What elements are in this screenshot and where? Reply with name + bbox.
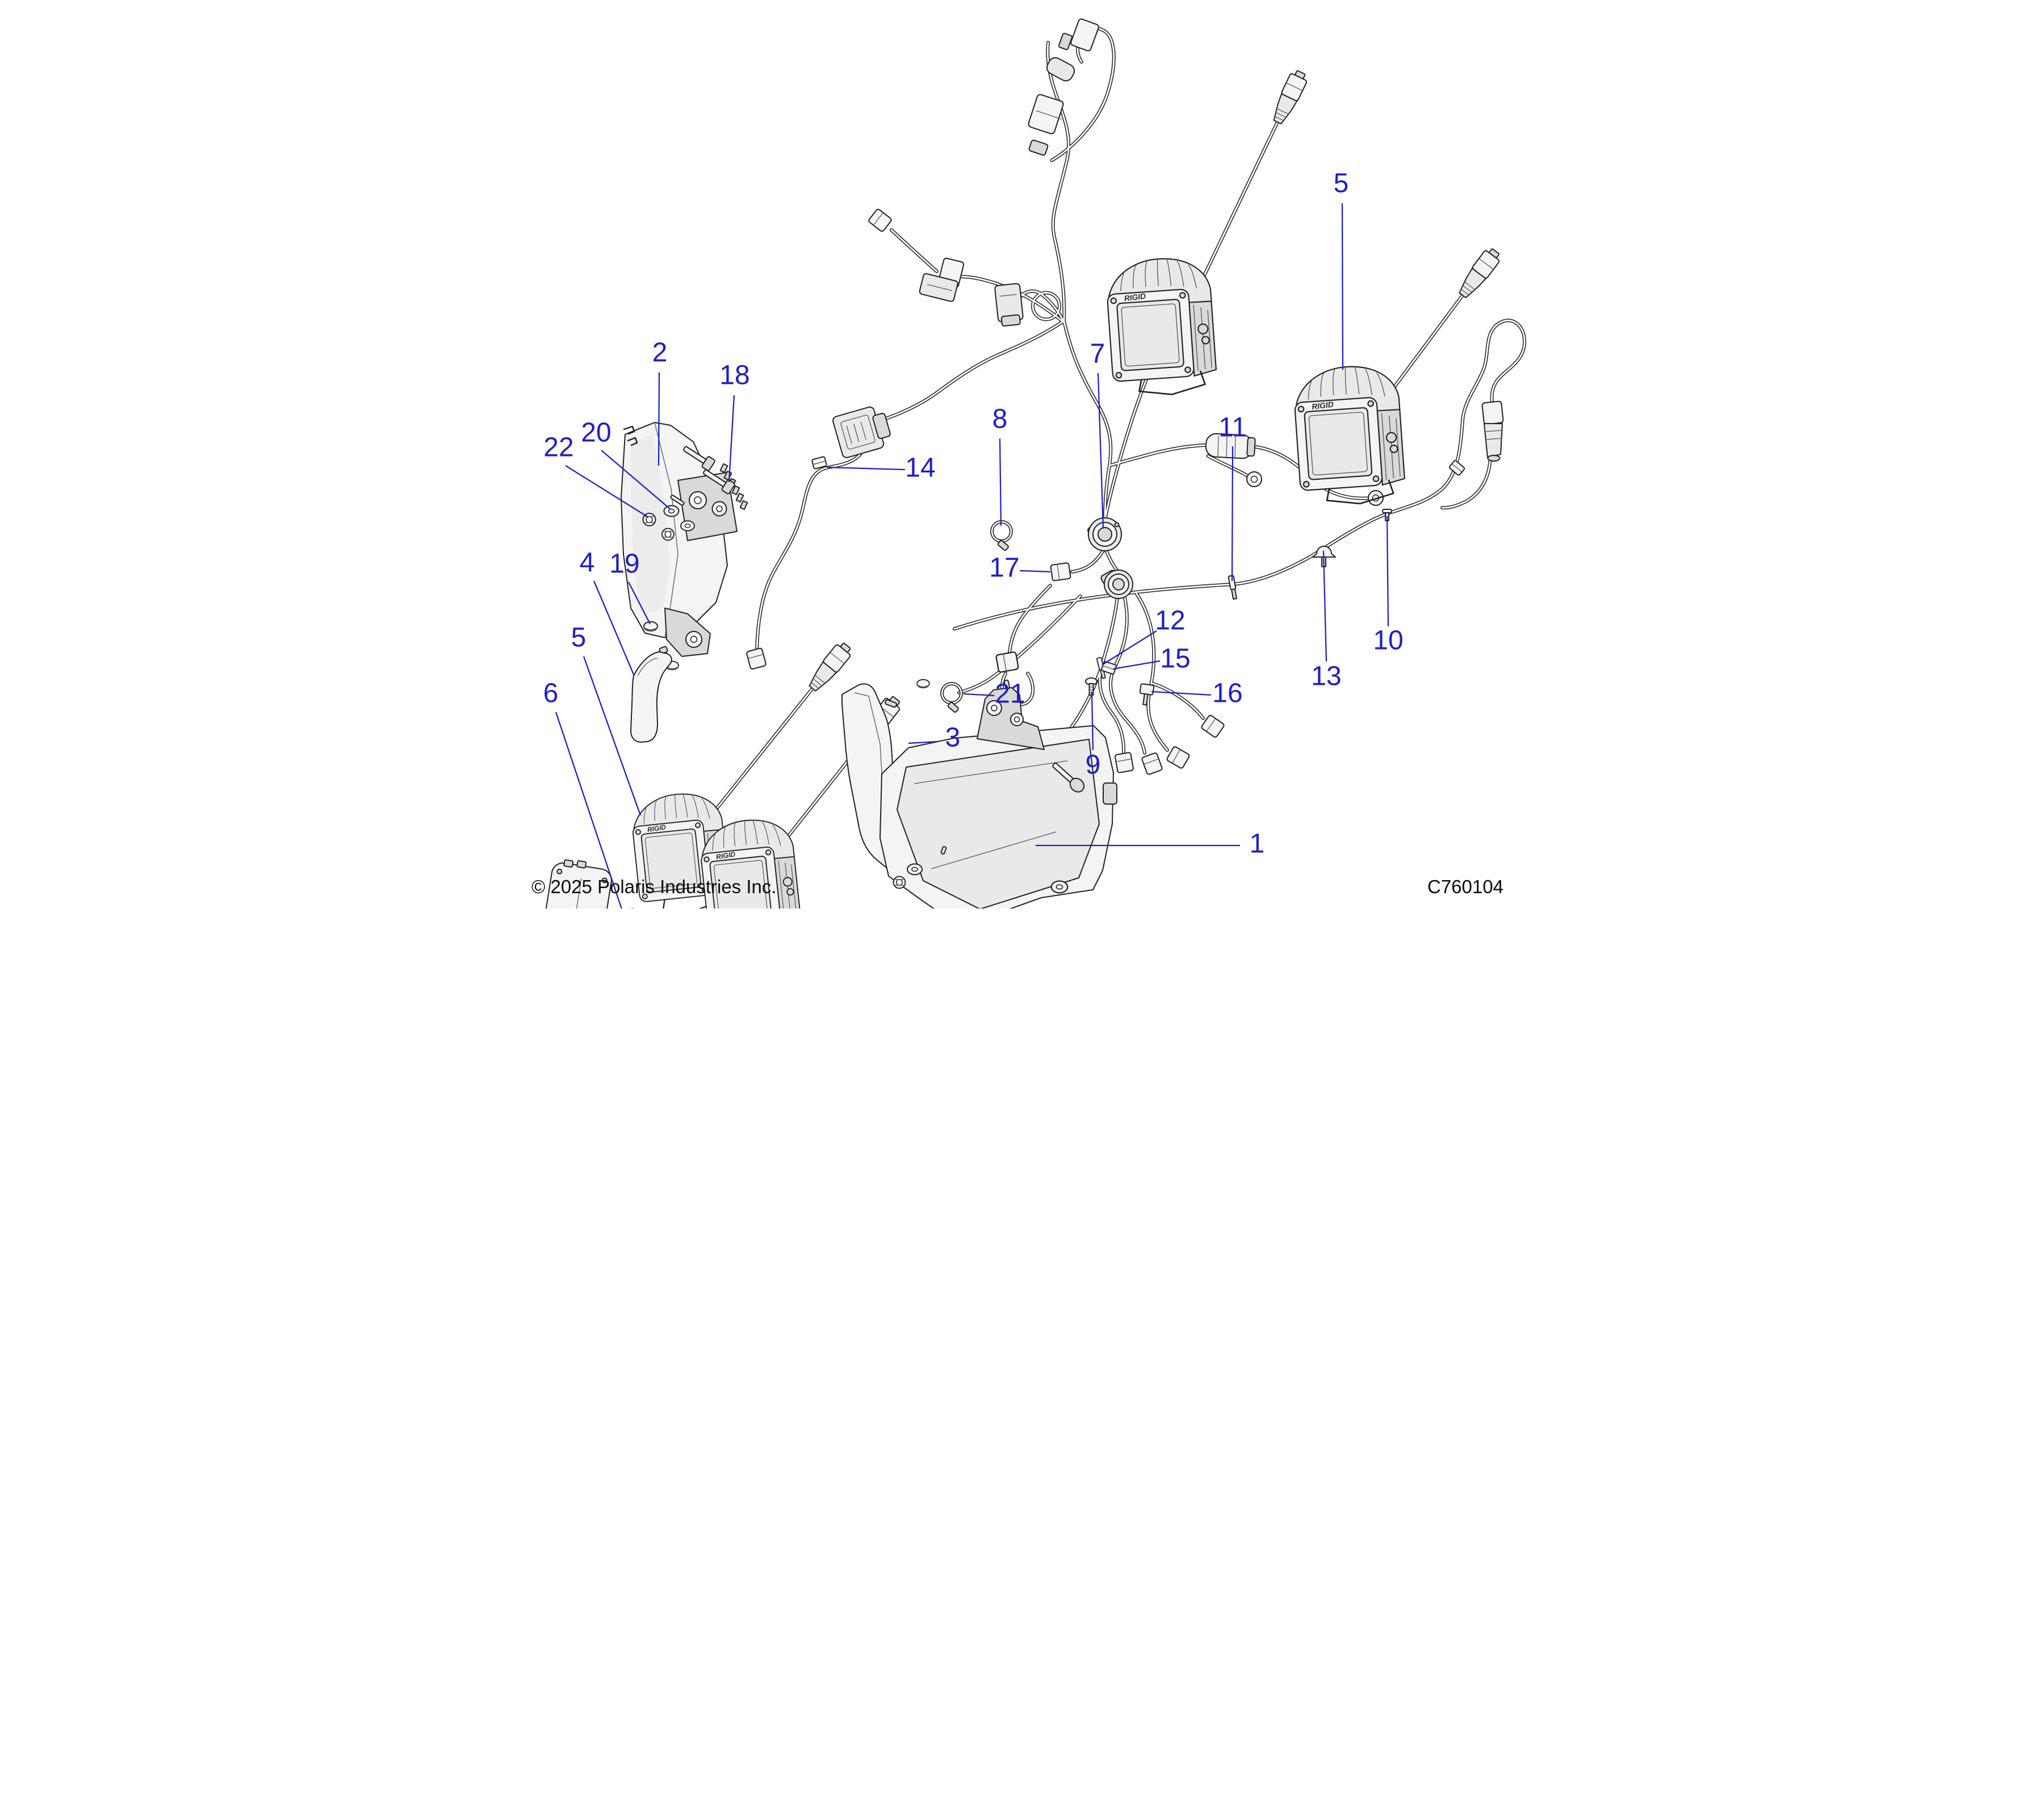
callout-12-label: 12 [1155,606,1185,636]
callout-5-right-label: 5 [1334,169,1349,199]
callout-15-leader [1113,660,1161,670]
callout-8-leader [999,438,1002,526]
callout-17-label: 17 [989,553,1019,583]
callout-4-leader [593,580,635,675]
pod-cover-a [535,859,612,909]
callout-11-leader [1231,446,1234,581]
callout-16-leader [1151,690,1212,696]
copyright-notice: © 2025 Polaris Industries Inc. [531,876,777,897]
callout-6-leader [555,711,622,909]
diagram-code: C760104 [1427,876,1503,897]
callout-3-label: 3 [945,723,961,753]
callout-4-label: 4 [580,548,595,578]
washer-20-target [663,505,680,517]
headlight-assembly-left [621,422,748,657]
callout-18-leader [728,395,735,483]
mounting-hook-tabs [623,425,638,446]
lower-pivot-bracket [664,608,711,657]
multi-pin-connector-icon [832,406,891,458]
headlight-left-fasteners [642,446,735,671]
callout-18-label: 18 [719,361,749,391]
parts-diagram-canvas: RIGID [511,0,1533,909]
callout-5-left-leader [583,656,642,816]
callout-22-label: 22 [543,433,573,463]
mid-connector-icon [994,283,1024,327]
callout-22-leader [565,465,649,518]
bulb-socket-b [1100,570,1133,599]
p-clamp-21-target [942,684,961,713]
pod-cover-b [630,908,640,909]
led-pod-top [1104,254,1218,400]
wiring-harness-routes [709,28,1525,848]
callout-2-label: 2 [652,338,668,368]
callout-10-leader [1386,516,1389,627]
tie-11-target [1228,575,1238,600]
connector-17-target [1050,562,1071,582]
harness-connectors [745,208,1504,847]
callout-14-label: 14 [905,453,935,483]
diagram-page: RIGID [511,0,1533,909]
bolt [703,469,735,495]
callout-21-label: 21 [995,679,1025,709]
callout-7-leader [1097,372,1104,529]
callout-9-label: 9 [1086,750,1101,780]
headlight-bolt [1052,763,1085,793]
headlight-top-bracket [977,679,1045,750]
headlight-main-1 [879,679,1117,909]
mounting-bracket-4 [630,646,672,743]
callout-3-leader [908,740,938,744]
callout-1-label: 1 [1250,829,1265,859]
callout-20-label: 20 [581,418,611,448]
right-lead-connector [1481,400,1504,462]
callout-20-leader [601,450,671,510]
callout-11-label: 11 [1218,413,1247,443]
callout-6-label: 6 [543,679,559,709]
callout-13-leader [1322,550,1327,662]
callout-19-label: 19 [609,549,639,579]
p-clamp-8-target [992,522,1011,551]
ring-terminal [1246,471,1262,487]
callout-19-leader [627,581,651,625]
callout-21-leader [963,693,995,697]
callout-13-label: 13 [1311,662,1341,692]
led-pod-right-5 [1291,362,1407,509]
callout-12-leader [1101,630,1157,665]
bolt-18-target [683,446,715,471]
callout-10-label: 10 [1373,626,1403,656]
callout-5-left-label: 5 [571,623,587,653]
top-connector-stack [1028,18,1099,156]
callout-14-leader [826,466,906,471]
callout-7-label: 7 [1090,339,1105,369]
clip-16-target [1139,683,1155,706]
elbow-connector-icon [919,257,965,302]
callout-16-label: 16 [1212,679,1242,709]
barrel-connector-icon [1205,433,1256,459]
callout-15-label: 15 [1160,644,1190,674]
callout-17-leader [1019,570,1051,573]
callout-8-label: 8 [992,404,1008,434]
cap-19-target [643,621,658,631]
callout-9-leader [1091,691,1094,751]
bulb-socket-a [1087,517,1122,551]
callout-5-right-leader [1341,203,1344,370]
